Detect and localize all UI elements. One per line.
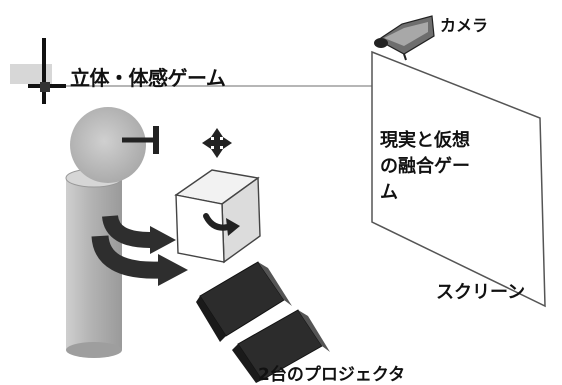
fusion-game-label: 現実と仮想の融合ゲーム xyxy=(380,130,470,203)
interaction-arrow-upper xyxy=(102,214,176,254)
interaction-arrow-lower xyxy=(91,234,188,286)
camera-label: カメラ xyxy=(440,16,489,35)
projector-icon-2 xyxy=(232,309,330,383)
player-head xyxy=(70,107,146,183)
projector-icon xyxy=(196,261,292,342)
move-arrows-icon xyxy=(202,128,232,158)
projector-label: 2台のプロジェクタ xyxy=(258,365,406,385)
diagram-title: 立体・体感ゲーム xyxy=(70,66,226,90)
virtual-cube xyxy=(174,169,261,264)
rotate-arrow-icon xyxy=(203,213,240,236)
screen-panel xyxy=(371,50,546,308)
crosshair-icon xyxy=(10,38,66,104)
screen-label: スクリーン xyxy=(436,282,526,303)
camera-icon xyxy=(374,15,435,61)
